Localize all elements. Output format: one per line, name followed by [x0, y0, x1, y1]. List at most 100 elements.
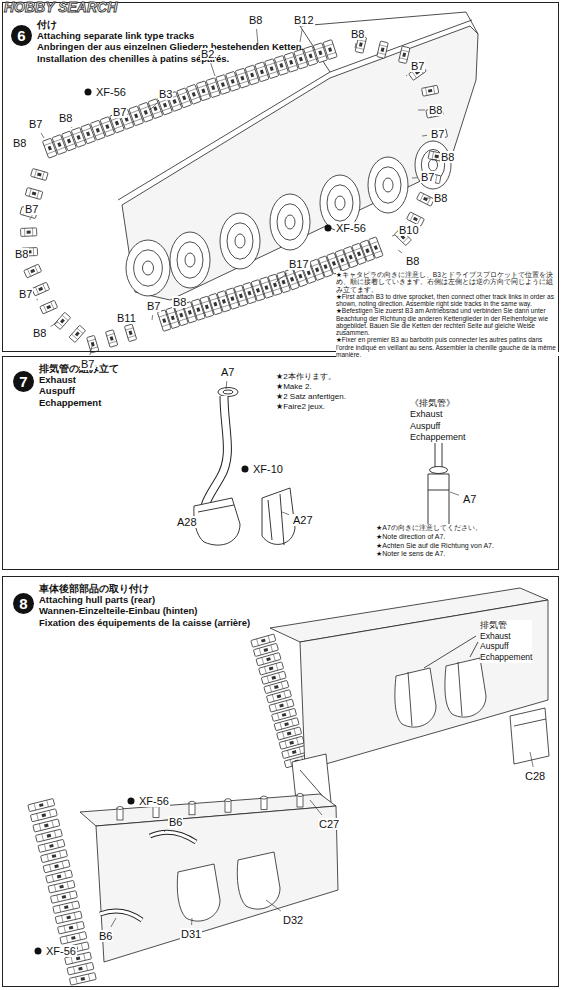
part-number: B8 [14, 248, 29, 260]
paint-dot [242, 466, 249, 473]
exhaust-pipe [268, 494, 284, 545]
track-link [271, 676, 276, 680]
part-number: B8 [12, 137, 27, 149]
part-number: B7 [430, 128, 445, 140]
track-link [57, 315, 68, 326]
track-link [49, 861, 63, 871]
mount-peg [297, 794, 303, 797]
watermark: HOBBY SEARCH [3, 0, 118, 15]
track-link [370, 241, 381, 253]
track-link [285, 738, 298, 748]
track-link [106, 330, 118, 348]
track-link [76, 974, 90, 984]
step-title: Anbringen der aus einzelnen Gliedern bes… [37, 41, 304, 52]
part-number: A7 [220, 366, 235, 378]
part-number: A28 [176, 516, 198, 528]
track-link [413, 217, 418, 221]
step-panel: 8車体後部部品の取り付けAttaching hull parts (rear)W… [2, 576, 559, 987]
track-link [30, 269, 35, 273]
track-link [256, 288, 260, 293]
track-link [140, 106, 152, 118]
leader-line [450, 492, 459, 495]
track-link [102, 121, 114, 133]
track-link [124, 324, 136, 342]
note-text: ★Faire2 jeux. [276, 402, 346, 412]
leader-line [150, 103, 157, 110]
road-wheel [134, 250, 163, 286]
exhaust-pipe [198, 505, 234, 512]
track-link [198, 85, 209, 96]
track-link [126, 328, 136, 338]
track-link [246, 69, 257, 80]
track-link [25, 187, 43, 199]
note-text: ★Fixer en premier B3 au barbotin puis co… [336, 336, 558, 358]
track-link [357, 252, 361, 257]
hull-rear [445, 658, 486, 717]
leader-line [36, 299, 38, 301]
road-wheel [429, 159, 438, 171]
track-link [37, 173, 42, 177]
track-link [60, 932, 87, 945]
note-text: Exhaust [410, 409, 466, 420]
track-link [82, 128, 94, 140]
track-link [21, 228, 37, 237]
track-link [266, 63, 277, 74]
track-link [78, 967, 83, 971]
part-number: B8 [58, 112, 73, 124]
track-link [76, 135, 80, 140]
track-link [377, 41, 388, 58]
track-link [356, 40, 366, 50]
track-link [282, 280, 286, 285]
track-link [264, 648, 269, 652]
track-link [25, 187, 43, 199]
paint-dot [35, 948, 42, 955]
track-link [57, 892, 71, 902]
track-link [290, 277, 294, 282]
part-number: B7 [410, 60, 425, 72]
leader-line [152, 315, 154, 320]
part-number: B8 [405, 255, 420, 267]
track-link [309, 54, 313, 59]
track-link [62, 913, 76, 923]
track-link [107, 334, 117, 344]
track-link [105, 124, 109, 129]
part-number: B8 [428, 104, 443, 116]
track-link [196, 307, 200, 312]
note-text: ★Noter le sens de A7. [376, 550, 558, 559]
track-link [115, 121, 119, 126]
track-link [57, 142, 61, 147]
track-link [280, 719, 293, 729]
track-link [222, 299, 226, 304]
track-link [276, 60, 287, 71]
track-link [129, 330, 133, 335]
track-link [377, 41, 388, 58]
track-link [69, 973, 96, 986]
step-number: 7 [13, 371, 34, 392]
leader-line [392, 235, 395, 236]
track-link [27, 231, 31, 234]
track-link [221, 82, 225, 87]
hull-rear [177, 864, 220, 921]
track-link [21, 228, 37, 237]
hull-rear [150, 832, 196, 842]
track-link [49, 844, 54, 848]
track-link [213, 302, 217, 307]
track-link [159, 99, 171, 111]
hull-rear [470, 642, 478, 657]
track-link [211, 85, 215, 90]
track-link [315, 267, 319, 272]
track-link [35, 284, 46, 295]
part-number: B3 [158, 88, 173, 100]
track-link [64, 923, 78, 933]
track-link [50, 891, 77, 904]
leader-line [176, 311, 177, 313]
step-title: 排気管の組み立て [39, 363, 119, 374]
track-link [44, 824, 49, 828]
mount-peg [189, 801, 195, 804]
track-link [46, 305, 51, 309]
track-link [284, 722, 289, 726]
part-number: B7 [24, 203, 39, 215]
track-link [59, 885, 64, 889]
leader-line [432, 159, 437, 161]
track-link [60, 932, 87, 945]
